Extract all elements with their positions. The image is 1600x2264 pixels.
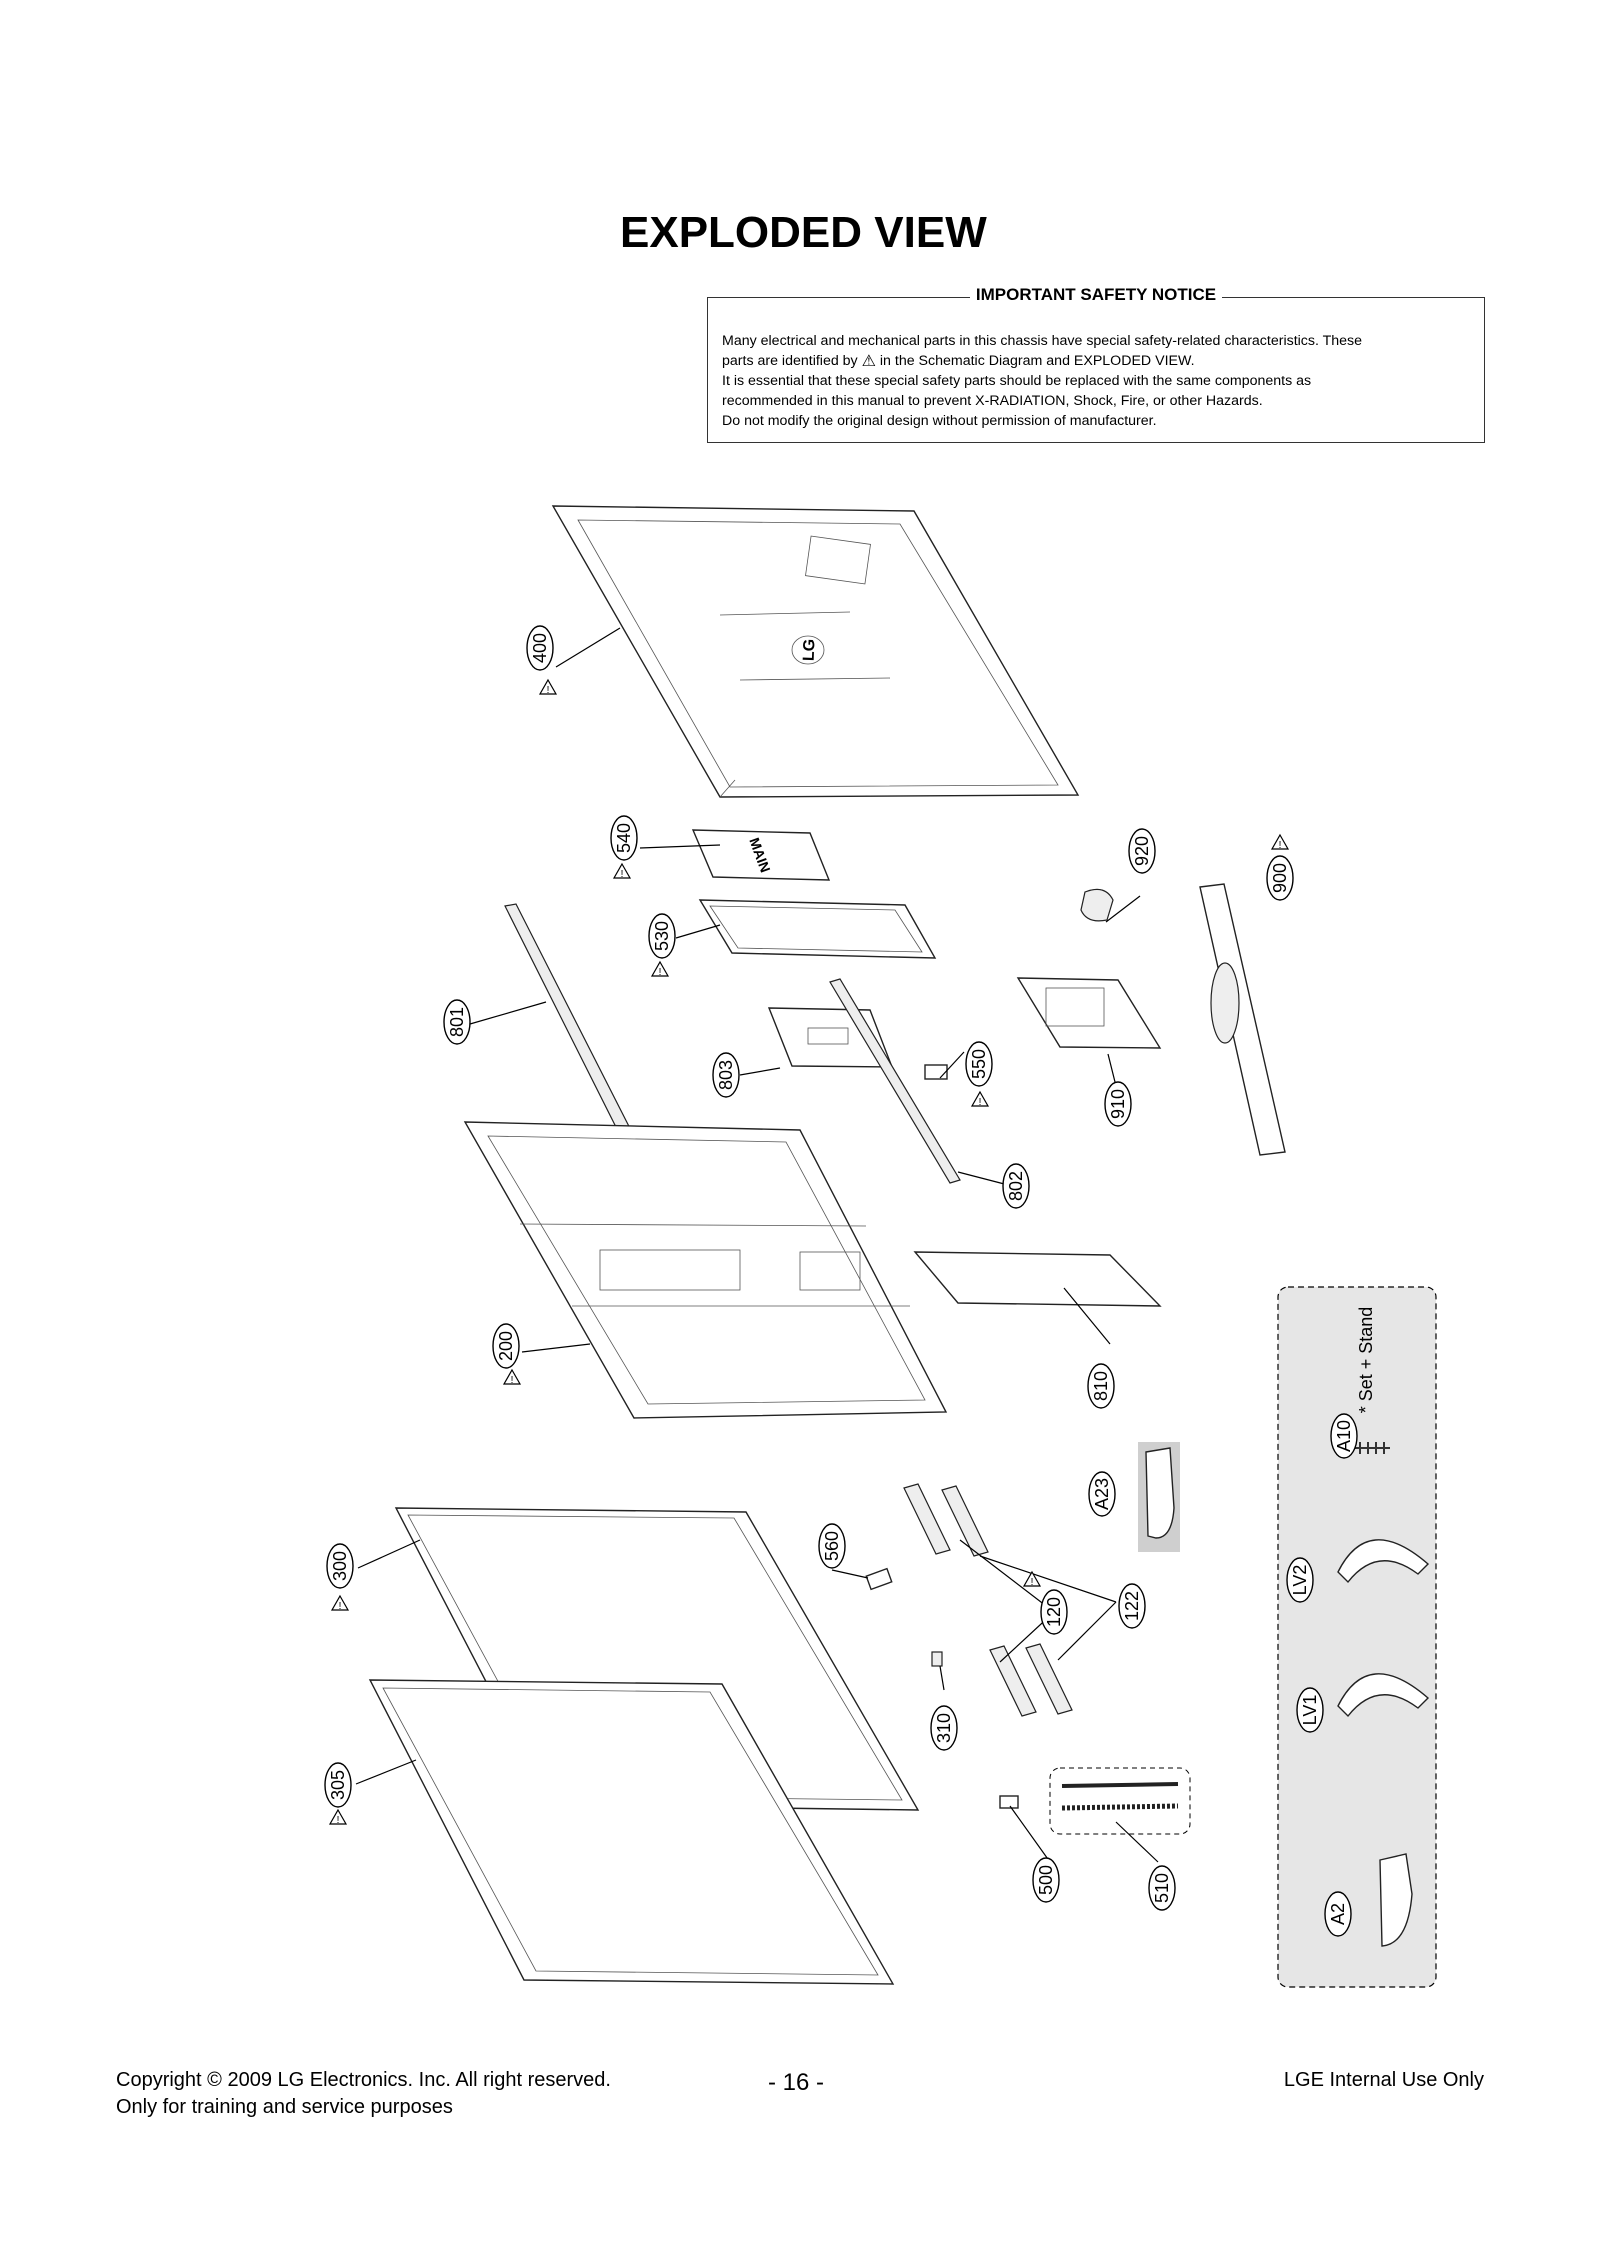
main-board-part: MAIN [691, 829, 831, 881]
part-label-310: 310 [930, 1705, 958, 1751]
svg-text:910: 910 [1108, 1089, 1128, 1119]
part-label-400: 400 [526, 625, 554, 671]
page-title: EXPLODED VIEW [620, 208, 987, 257]
part-label-122: 122 [1118, 1583, 1146, 1629]
notice-line-1: Many electrical and mechanical parts in … [722, 333, 1363, 349]
svg-text:920: 920 [1132, 836, 1152, 866]
part-310 [931, 1651, 943, 1667]
stand-bracket-910-part [1016, 977, 1162, 1049]
svg-text:801: 801 [447, 1007, 467, 1037]
svg-text:540: 540 [614, 823, 634, 853]
back-cover-part: LG [551, 505, 1080, 798]
svg-text:A23: A23 [1092, 1478, 1112, 1510]
notice-line-3: It is essential that these special safet… [722, 373, 1312, 389]
svg-text:120: 120 [1044, 1597, 1064, 1627]
svg-text:LV2: LV2 [1290, 1565, 1310, 1596]
warning-triangle-icon: ⚠ [861, 353, 876, 370]
part-label-120: 120 [1040, 1589, 1068, 1635]
part-label-305: 305 [324, 1762, 352, 1808]
part-label-a23: A23 [1088, 1471, 1116, 1517]
copyright-line-1: Copyright © 2009 LG Electronics. Inc. Al… [116, 2069, 611, 2091]
safety-notice-heading: IMPORTANT SAFETY NOTICE [969, 285, 1223, 304]
svg-text:305: 305 [328, 1770, 348, 1800]
svg-text:530: 530 [652, 921, 672, 951]
part-label-510: 510 [1148, 1865, 1176, 1911]
svg-text:500: 500 [1036, 1865, 1056, 1895]
svg-text:122: 122 [1122, 1591, 1142, 1621]
svg-text:A10: A10 [1334, 1420, 1354, 1452]
svg-text:400: 400 [530, 633, 550, 663]
safety-notice-text: Many electrical and mechanical parts in … [722, 331, 1470, 431]
part-label-550: 550 [965, 1041, 993, 1087]
part-label-200: 200 [492, 1323, 520, 1369]
svg-text:810: 810 [1091, 1371, 1111, 1401]
svg-text:550: 550 [969, 1049, 989, 1079]
exploded-view-diagram: ! LG MAIN [324, 505, 1437, 1988]
part-label-560: 560 [818, 1523, 846, 1569]
part-label-540: 540 [610, 815, 638, 861]
svg-text:200: 200 [496, 1331, 516, 1361]
back-cover-logo: LG [801, 639, 819, 662]
part-label-530: 530 [648, 913, 676, 959]
power-board-part [698, 899, 937, 959]
page-number: - 16 - [768, 2069, 825, 2096]
svg-text:560: 560 [822, 1531, 842, 1561]
notice-line-2: parts are identified by ⚠ in the Schemat… [722, 353, 1195, 370]
part-label-a2: A2 [1324, 1891, 1352, 1937]
part-560 [865, 1567, 893, 1591]
part-500 [999, 1795, 1019, 1809]
notice-line-5: Do not modify the original design withou… [722, 413, 1157, 429]
part-label-910: 910 [1104, 1081, 1132, 1127]
notice-line-4: recommended in this manual to prevent X-… [722, 393, 1263, 409]
part-label-810: 810 [1087, 1363, 1115, 1409]
internal-use-note: LGE Internal Use Only [1283, 2069, 1484, 2091]
part-a23 [1138, 1442, 1180, 1552]
speaker-assembly-part [903, 1483, 1073, 1717]
svg-text:A2: A2 [1328, 1903, 1348, 1925]
bracket-801-part [504, 903, 643, 1156]
ir-board-510-part [1049, 1767, 1191, 1835]
safety-notice-box: IMPORTANT SAFETY NOTICE Many electrical … [707, 285, 1485, 443]
stand-base-900-part [1199, 883, 1286, 1156]
accessory-box [1277, 1286, 1437, 1988]
connector-550-part [924, 1064, 948, 1080]
bracket-802-part [829, 978, 961, 1184]
part-label-802: 802 [1002, 1163, 1030, 1209]
set-stand-note: * Set + Stand [1356, 1307, 1376, 1414]
svg-text:803: 803 [716, 1060, 736, 1090]
part-label-300: 300 [326, 1543, 354, 1589]
part-label-a10: A10 [1330, 1413, 1358, 1459]
insulator-810-part [913, 1251, 1162, 1307]
svg-text:802: 802 [1006, 1171, 1026, 1201]
part-label-lv1: LV1 [1296, 1687, 1324, 1733]
front-frame-305-part [368, 1679, 895, 1985]
svg-text:510: 510 [1152, 1873, 1172, 1903]
part-label-801: 801 [443, 999, 471, 1045]
part-label-lv2: LV2 [1286, 1557, 1314, 1603]
svg-text:300: 300 [330, 1551, 350, 1581]
main-frame-200-part [463, 1121, 948, 1419]
part-label-900: 900 [1266, 855, 1294, 901]
stand-cover-920-part [1080, 888, 1114, 922]
part-label-500: 500 [1032, 1857, 1060, 1903]
svg-text:310: 310 [934, 1713, 954, 1743]
copyright-block: Copyright © 2009 LG Electronics. Inc. Al… [116, 2067, 611, 2121]
svg-text:LV1: LV1 [1300, 1695, 1320, 1726]
part-label-803: 803 [712, 1052, 740, 1098]
part-label-920: 920 [1128, 828, 1156, 874]
svg-text:900: 900 [1270, 863, 1290, 893]
copyright-line-2: Only for training and service purposes [116, 2096, 453, 2118]
